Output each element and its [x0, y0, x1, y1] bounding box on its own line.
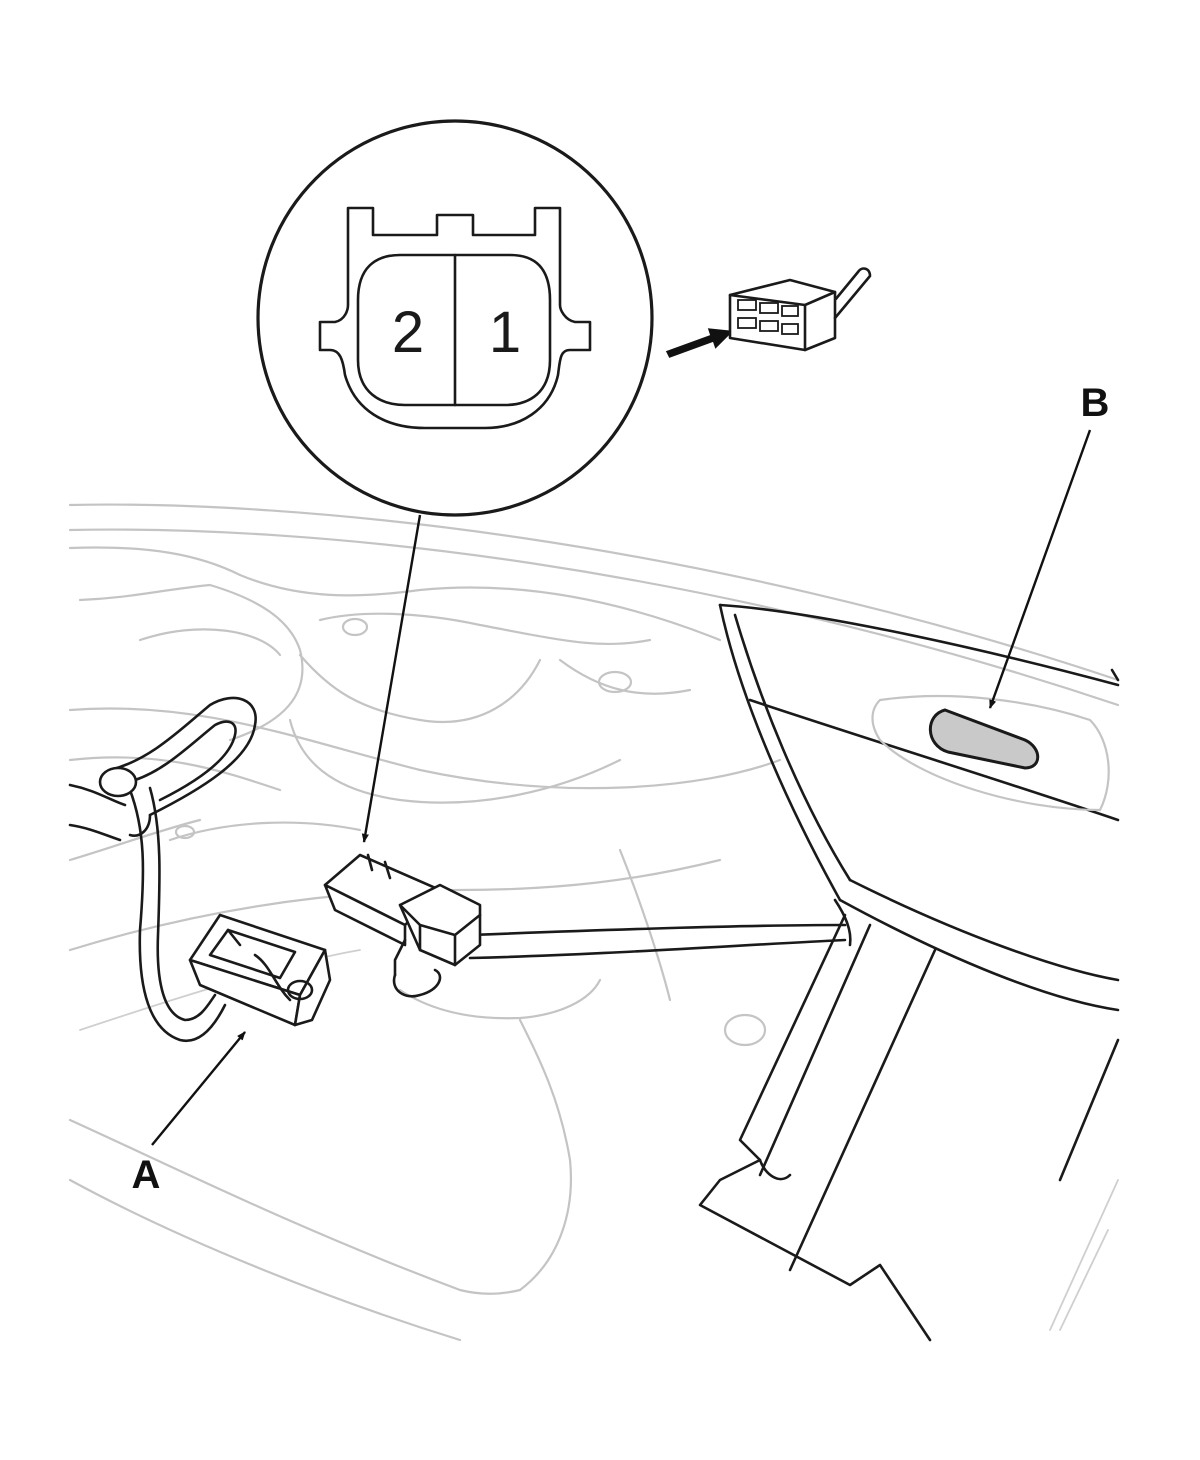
connector-face-detail: 2 1 — [256, 119, 654, 517]
wire-harness — [68, 696, 852, 1043]
callout-b: B — [988, 381, 1110, 709]
pin-number-2: 2 — [392, 300, 424, 365]
callout-a: A — [132, 1031, 246, 1197]
pin-number-1: 1 — [489, 300, 521, 365]
label-b: B — [1081, 381, 1110, 425]
door-trim-panel — [698, 603, 1120, 1342]
harness-connector — [323, 853, 482, 998]
harness-connector-icon — [728, 267, 872, 352]
arrow-to-connector-face-icon — [665, 328, 734, 358]
slot-b — [928, 708, 1040, 770]
detail-leader-line — [361, 514, 422, 843]
body-panel-background — [68, 503, 1120, 1342]
label-a: A — [132, 1153, 161, 1197]
component-a — [188, 913, 332, 1027]
